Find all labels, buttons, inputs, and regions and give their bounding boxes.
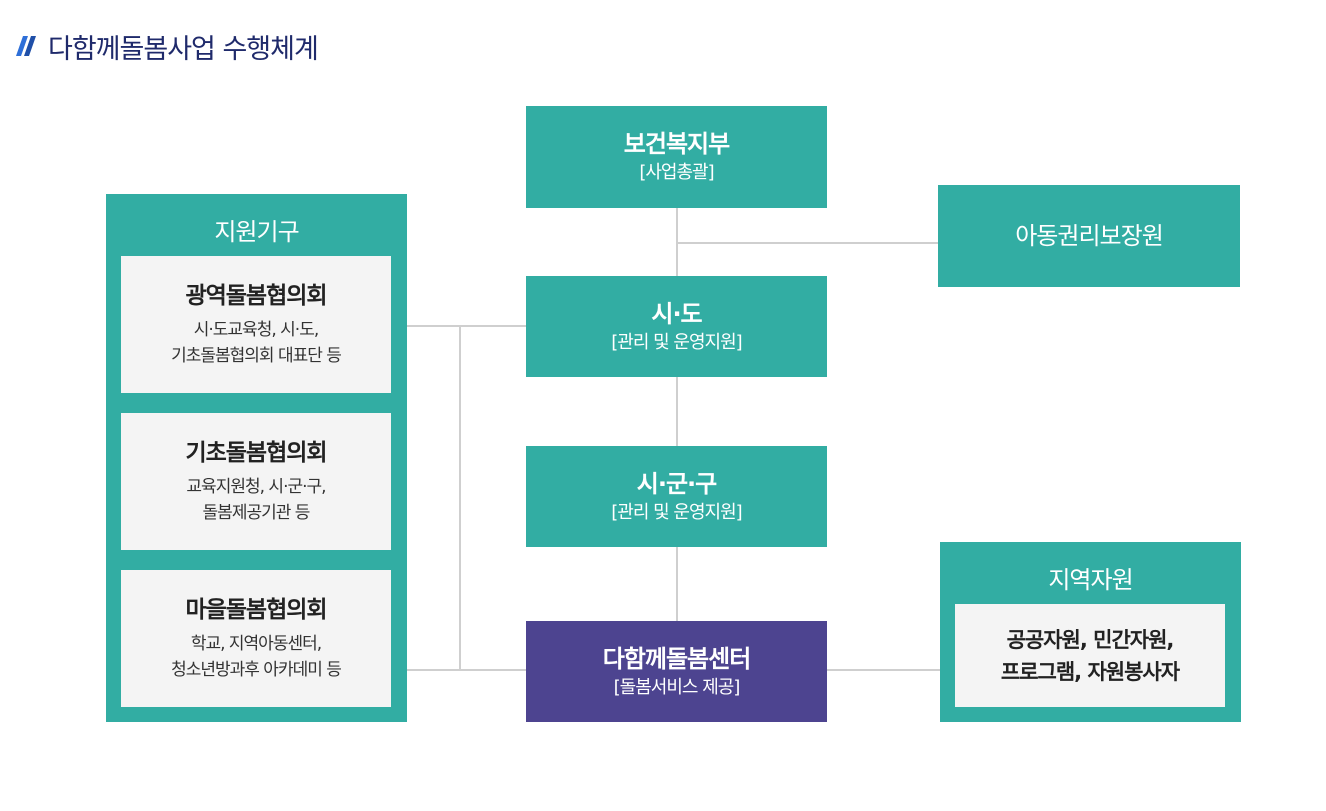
node-center-sub: [돌봄서비스 제공] <box>613 676 741 698</box>
support-item-regional: 광역돌봄협의회 시·도교육청, 시·도, 기초돌봄협의회 대표단 등 <box>121 256 391 393</box>
connector-support-center <box>406 669 527 671</box>
node-province-sub: [관리 및 운영지원] <box>611 331 742 353</box>
node-child-rights-label: 아동권리보장원 <box>1015 222 1164 250</box>
support-item-desc-line1: 시·도교육청, 시·도, <box>193 319 319 340</box>
node-ministry-label: 보건복지부 <box>623 130 730 158</box>
support-item-basic: 기초돌봄협의회 교육지원청, 시·군·구, 돌봄제공기관 등 <box>121 413 391 550</box>
node-center-label: 다함께돌봄센터 <box>602 644 752 673</box>
support-item-desc: 교육지원청, 시·군·구, 돌봄제공기관 등 <box>186 474 326 526</box>
node-province-label: 시·도 <box>651 299 702 328</box>
node-center: 다함께돌봄센터 [돌봄서비스 제공] <box>526 621 827 722</box>
node-city: 시·군·구 [관리 및 운영지원] <box>526 446 827 547</box>
region-box: 공공자원, 민간자원, 프로그램, 자원봉사자 <box>955 604 1225 707</box>
support-item-village: 마을돌봄협의회 학교, 지역아동센터, 청소년방과후 아카데미 등 <box>121 570 391 707</box>
support-heading: 지원기구 <box>214 218 299 246</box>
connector-province-city <box>676 377 678 446</box>
node-city-label: 시·군·구 <box>636 469 717 498</box>
slash-icon <box>16 36 36 56</box>
node-city-sub: [관리 및 운영지원] <box>611 501 742 523</box>
node-ministry: 보건복지부 [사업총괄] <box>526 106 827 208</box>
support-item-desc: 학교, 지역아동센터, 청소년방과후 아카데미 등 <box>171 631 342 683</box>
connector-support-province <box>406 325 527 327</box>
support-item-desc: 시·도교육청, 시·도, 기초돌봄협의회 대표단 등 <box>171 317 342 369</box>
connector-center-region <box>826 669 941 671</box>
support-item-desc-line2: 기초돌봄협의회 대표단 등 <box>171 345 342 366</box>
page-title: 다함께돌봄사업 수행체계 <box>48 33 319 65</box>
page-header: 다함께돌봄사업 수행체계 <box>14 28 319 65</box>
region-line1: 공공자원, 민간자원, <box>1006 627 1175 652</box>
node-province: 시·도 [관리 및 운영지원] <box>526 276 827 377</box>
support-item-title: 마을돌봄협의회 <box>185 596 327 623</box>
region-heading: 지역자원 <box>1048 566 1133 594</box>
support-item-desc-line1: 학교, 지역아동센터, <box>190 633 322 654</box>
support-item-title: 광역돌봄협의회 <box>185 282 327 309</box>
support-item-desc-line2: 돌봄제공기관 등 <box>202 502 311 523</box>
connector-city-center <box>676 547 678 621</box>
support-item-desc-line2: 청소년방과후 아카데미 등 <box>171 659 342 680</box>
support-group: 지원기구 광역돌봄협의회 시·도교육청, 시·도, 기초돌봄협의회 대표단 등 … <box>106 194 407 722</box>
support-item-desc-line1: 교육지원청, 시·군·구, <box>186 476 326 497</box>
connector-support-vertical <box>459 325 461 670</box>
connector-to-child-rights <box>677 242 939 244</box>
node-ministry-sub: [사업총괄] <box>639 162 714 183</box>
node-child-rights: 아동권리보장원 <box>938 185 1240 287</box>
support-item-title: 기초돌봄협의회 <box>185 439 327 466</box>
region-line2: 프로그램, 자원봉사자 <box>1000 659 1180 684</box>
region-group: 지역자원 공공자원, 민간자원, 프로그램, 자원봉사자 <box>940 542 1241 722</box>
